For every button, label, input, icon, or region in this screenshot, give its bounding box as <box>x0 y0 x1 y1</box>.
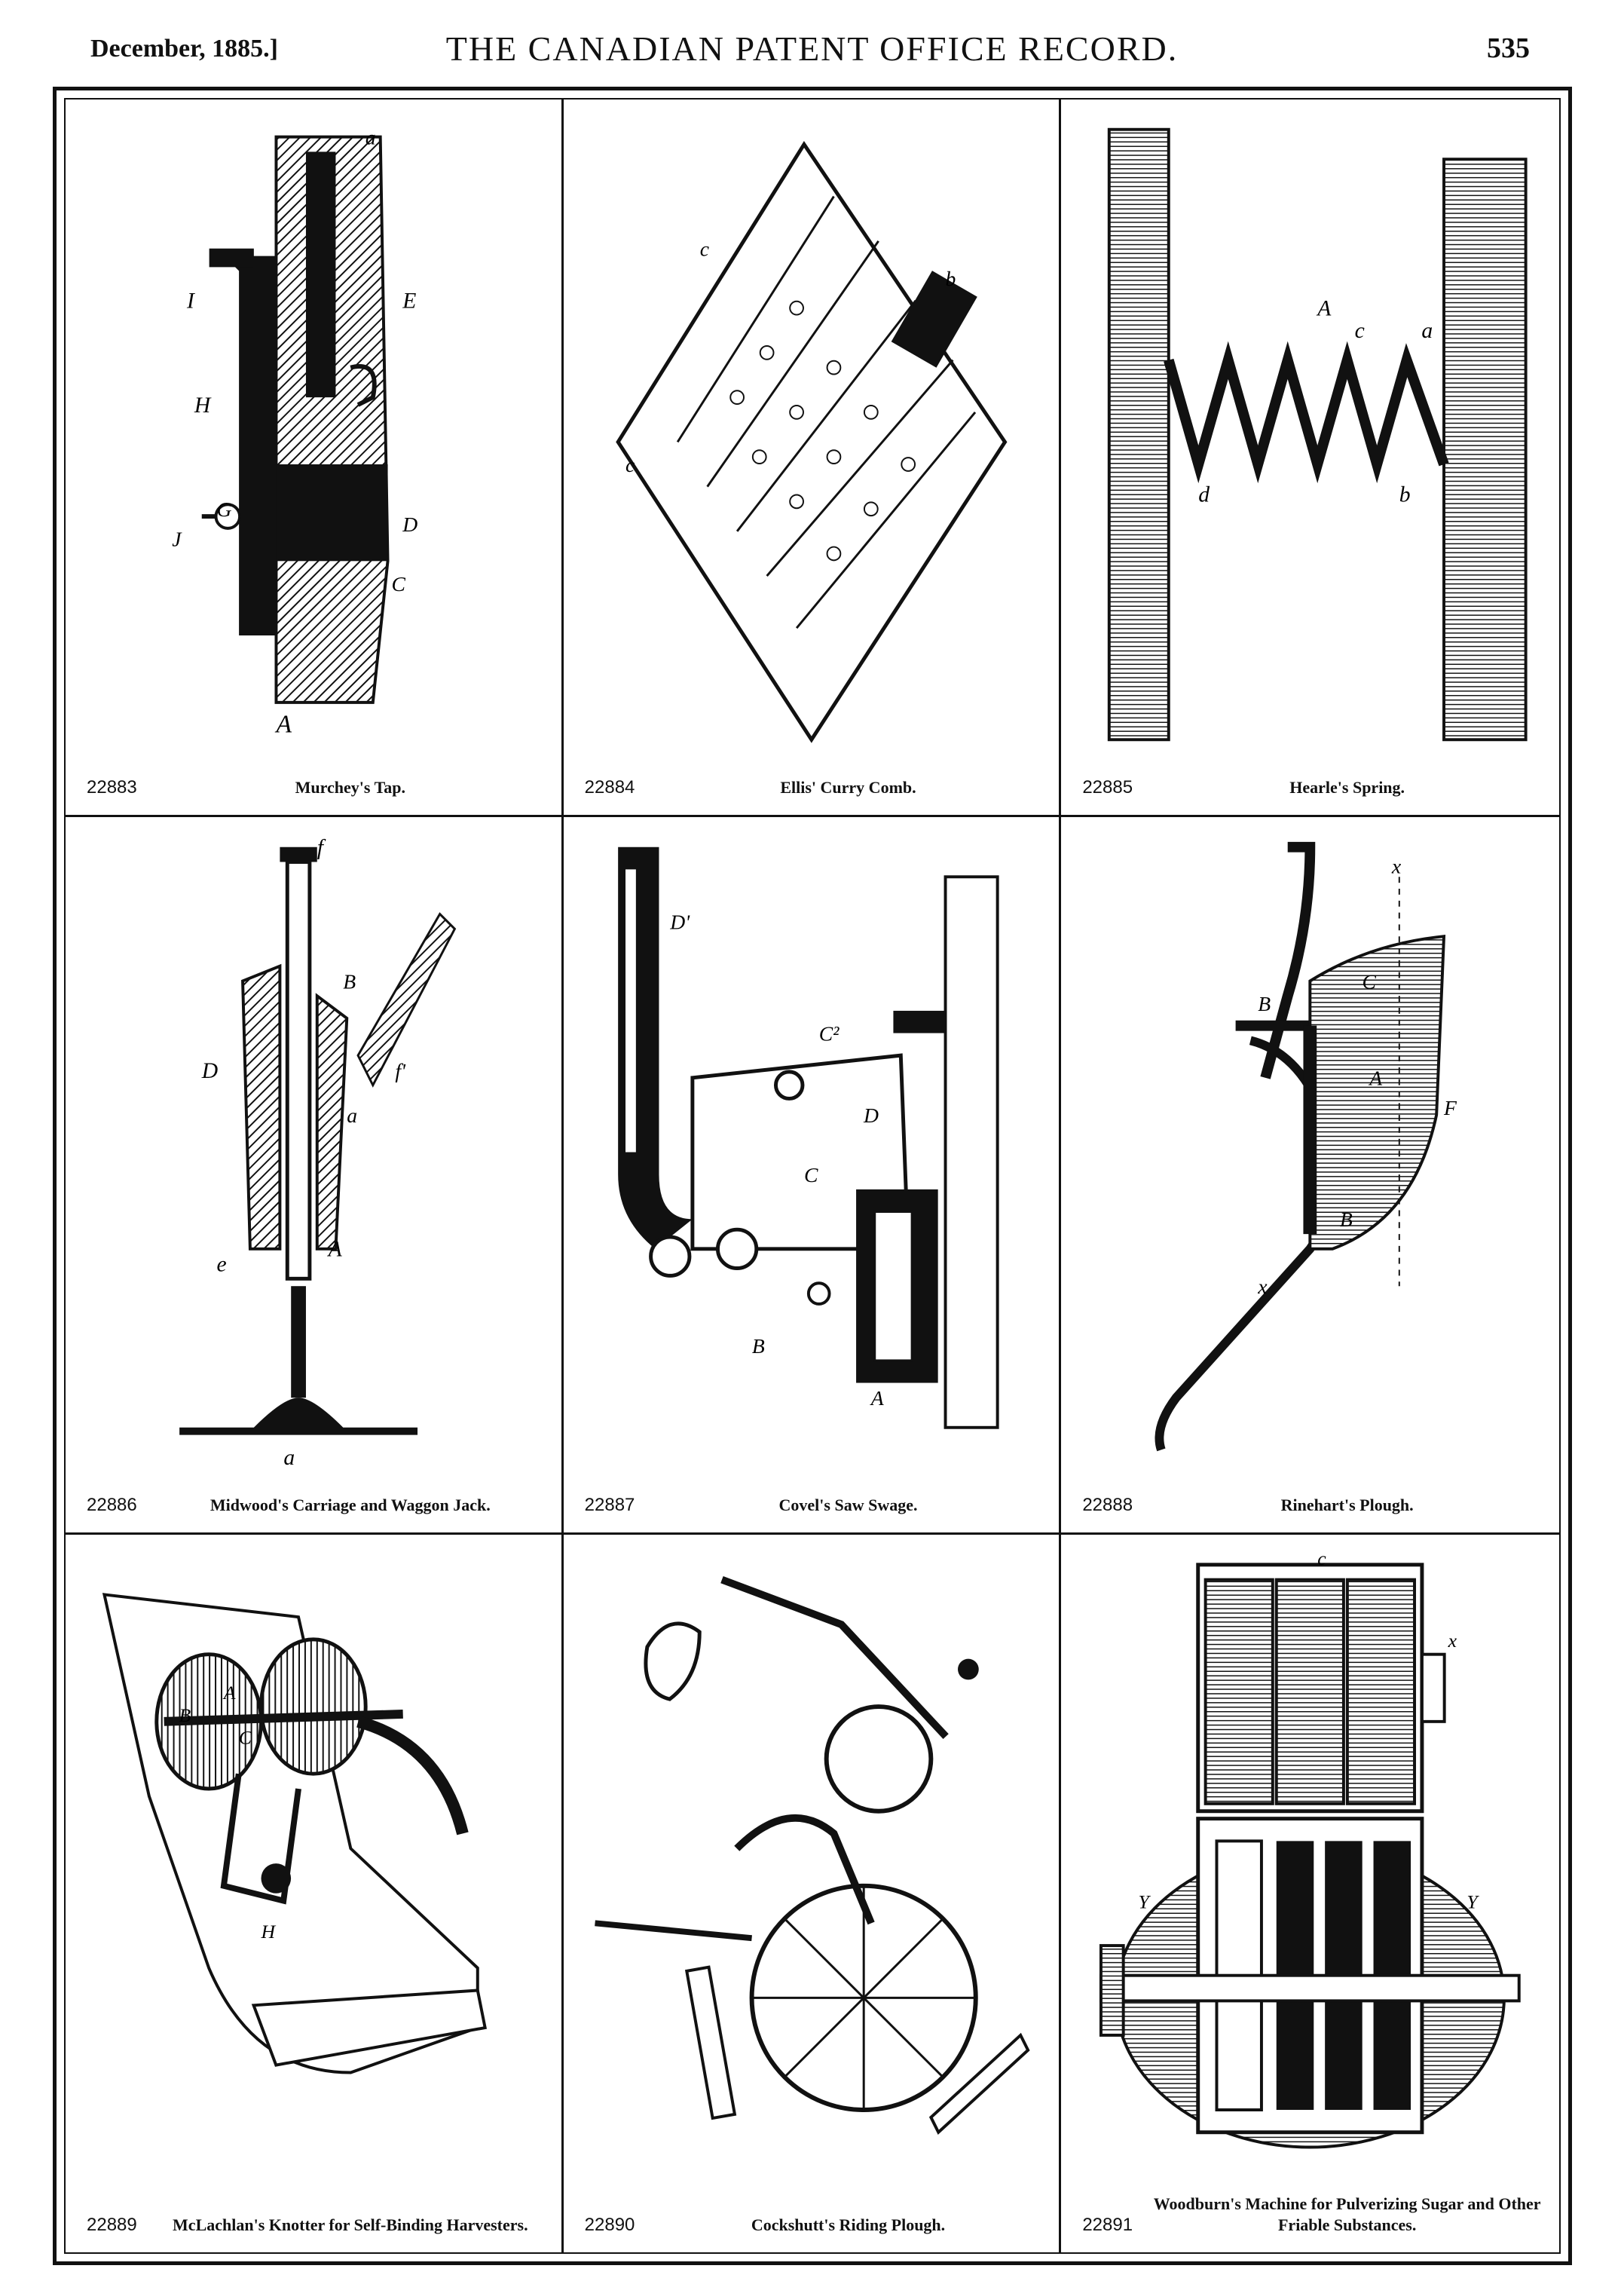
svg-text:e: e <box>216 1252 226 1276</box>
svg-text:C: C <box>391 572 405 595</box>
patent-grid: a I E H G J D C A 22883 Murchey's Tap. <box>66 100 1559 2252</box>
patent-cell: f D B f' a e A a 22886 Midwood's Carriag… <box>66 817 564 1535</box>
svg-text:C: C <box>804 1163 818 1186</box>
svg-text:A: A <box>869 1386 883 1410</box>
saw-swage-illustration: D' C² D C B A <box>586 832 1037 1472</box>
svg-text:a: a <box>365 125 376 148</box>
svg-text:H: H <box>194 393 212 418</box>
svg-text:F: F <box>1443 1096 1457 1119</box>
plate-inner-frame: a I E H G J D C A 22883 Murchey's Tap. <box>64 98 1561 2254</box>
svg-text:H: H <box>260 1921 276 1943</box>
svg-text:a: a <box>1422 319 1433 343</box>
svg-text:x: x <box>1448 1630 1457 1652</box>
spring-illustration: A c a d b <box>1084 115 1537 755</box>
page-number: 535 <box>1487 32 1530 64</box>
svg-text:A: A <box>222 1682 236 1704</box>
svg-text:D': D' <box>669 910 690 933</box>
patent-cell: c x Y Y 22891 Woodburn's Machine for Pul… <box>1061 1535 1559 2252</box>
patent-number: 22889 <box>87 2215 137 2235</box>
svg-text:x: x <box>1258 1275 1268 1298</box>
svg-text:D: D <box>863 1104 879 1127</box>
svg-text:A: A <box>274 710 292 738</box>
svg-text:D: D <box>402 513 417 536</box>
patent-caption: 22891 Woodburn's Machine for Pulverizing… <box>1082 2194 1544 2236</box>
svg-text:f: f <box>317 836 326 860</box>
svg-text:c: c <box>1355 319 1365 343</box>
patent-number: 22883 <box>87 777 137 798</box>
plough-illustration: x B C A F B x <box>1084 832 1537 1472</box>
patent-cell: A c a d b 22885 Hearle's Spring. <box>1061 100 1559 817</box>
riding-plough-illustration <box>586 1550 1037 2192</box>
pulverizing-machine-illustration: c x Y Y <box>1084 1548 1537 2192</box>
page-header: December, 1885.] THE CANADIAN PATENT OFF… <box>0 29 1624 81</box>
svg-text:J: J <box>172 528 182 551</box>
patent-title: Hearle's Spring. <box>1289 778 1405 797</box>
issue-date: December, 1885.] <box>90 35 278 63</box>
svg-text:I: I <box>186 289 196 314</box>
svg-text:A: A <box>1369 1067 1383 1090</box>
plate-frame: a I E H G J D C A 22883 Murchey's Tap. <box>53 87 1572 2265</box>
patent-title: Rinehart's Plough. <box>1280 1496 1414 1514</box>
patent-number: 22884 <box>584 777 635 798</box>
patent-title: Cockshutt's Riding Plough. <box>751 2215 946 2234</box>
svg-text:a: a <box>283 1446 295 1470</box>
svg-text:Y: Y <box>1467 1891 1480 1913</box>
svg-text:B: B <box>752 1334 765 1358</box>
patent-cell: a I E H G J D C A 22883 Murchey's Tap. <box>66 100 564 817</box>
svg-text:A: A <box>1317 297 1332 321</box>
svg-text:b: b <box>1399 482 1411 507</box>
patent-number: 22888 <box>1082 1495 1133 1515</box>
curry-comb-illustration: c b c <box>586 115 1037 755</box>
svg-text:B: B <box>179 1704 191 1726</box>
patent-cell: 22890 Cockshutt's Riding Plough. <box>564 1535 1062 2252</box>
patent-caption: 22885 Hearle's Spring. <box>1082 777 1544 798</box>
patent-cell: c b c 22884 Ellis' Curry Comb. <box>563 100 1062 817</box>
svg-text:B: B <box>1259 992 1271 1015</box>
svg-text:c: c <box>699 237 708 261</box>
patent-cell: D' C² D C B A 22887 Covel's Saw Swage. <box>563 817 1062 1535</box>
svg-text:G: G <box>216 498 231 521</box>
svg-text:A: A <box>327 1238 343 1262</box>
patent-number: 22885 <box>1082 777 1133 798</box>
svg-text:Y: Y <box>1139 1891 1151 1913</box>
patent-number: 22891 <box>1082 2215 1133 2235</box>
svg-text:c: c <box>1318 1550 1327 1569</box>
svg-text:c: c <box>625 453 635 476</box>
svg-text:D: D <box>201 1059 218 1083</box>
patent-title: Midwood's Carriage and Waggon Jack. <box>209 1496 491 1514</box>
svg-text:E: E <box>402 289 416 314</box>
patent-caption: 22888 Rinehart's Plough. <box>1082 1495 1544 1516</box>
patent-title: Ellis' Curry Comb. <box>780 778 916 797</box>
patent-caption: 22889 McLachlan's Knotter for Self-Bindi… <box>87 2215 546 2236</box>
tap-illustration: a I E H G J D C A <box>88 115 539 755</box>
svg-text:C: C <box>239 1727 252 1749</box>
patent-cell: x B C A F B x 22888 Rinehart's Plough. <box>1061 817 1559 1535</box>
patent-number: 22890 <box>584 2215 635 2235</box>
patent-cell: B A C H 22889 McLachlan's Knotter for Se… <box>66 1535 564 2252</box>
patent-number: 22887 <box>584 1495 635 1515</box>
patent-caption: 22890 Cockshutt's Riding Plough. <box>585 2215 1044 2236</box>
patent-number: 22886 <box>87 1495 137 1515</box>
svg-text:x: x <box>1391 854 1402 877</box>
svg-text:f': f' <box>395 1059 406 1082</box>
patent-caption: 22883 Murchey's Tap. <box>87 777 546 798</box>
patent-title: McLachlan's Knotter for Self-Binding Har… <box>173 2215 528 2234</box>
patent-title: Murchey's Tap. <box>295 778 405 797</box>
svg-text:C: C <box>1363 969 1377 993</box>
patent-title: Woodburn's Machine for Pulverizing Sugar… <box>1153 2194 1541 2234</box>
svg-text:b: b <box>945 267 956 290</box>
publication-title: THE CANADIAN PATENT OFFICE RECORD. <box>445 29 1179 68</box>
svg-text:B: B <box>343 969 356 993</box>
svg-text:d: d <box>1199 482 1210 507</box>
patent-caption: 22887 Covel's Saw Swage. <box>585 1495 1044 1516</box>
svg-text:C²: C² <box>818 1021 839 1045</box>
patent-caption: 22886 Midwood's Carriage and Waggon Jack… <box>87 1495 546 1516</box>
patent-title: Covel's Saw Swage. <box>778 1496 918 1514</box>
patent-caption: 22884 Ellis' Curry Comb. <box>585 777 1044 798</box>
knotter-illustration: B A C H <box>88 1550 539 2192</box>
svg-text:a: a <box>347 1104 357 1127</box>
svg-text:B: B <box>1340 1208 1353 1231</box>
jack-illustration: f D B f' a e A a <box>88 832 539 1472</box>
